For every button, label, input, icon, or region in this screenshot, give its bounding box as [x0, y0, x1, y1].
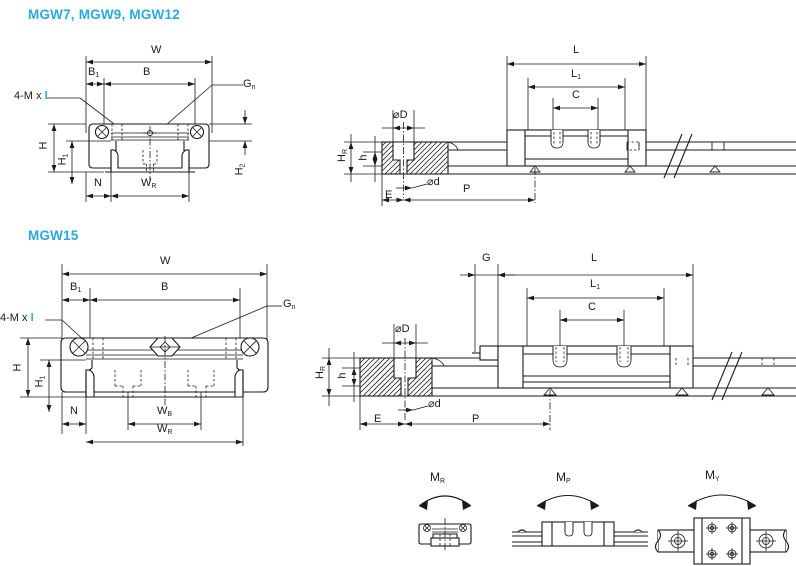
dim-H1: H1 — [33, 375, 47, 388]
moment-arc-yaw-svg — [654, 494, 790, 565]
dim-L1: L1 — [590, 278, 601, 292]
mgw15-front-view: W B1 B Gn 4-M x l H H1 N WB WR — [0, 252, 330, 447]
moment-diagram-yaw: MY — [650, 468, 796, 566]
moment-arc-roll-svg — [418, 495, 472, 550]
mgw7-front-view: W B1 B Gn 4-M x l H H1 H2 N WR — [0, 38, 330, 213]
dim-B1: B1 — [70, 281, 82, 295]
mgw15-side-view-svg — [322, 264, 796, 430]
dim-B: B — [143, 66, 151, 78]
dim-h: h — [357, 154, 370, 161]
section-title-mgw7-9-12: MGW7, MGW9, MGW12 — [28, 7, 180, 22]
dim-C: C — [588, 301, 596, 313]
dim-G: G — [482, 252, 491, 264]
dim-W: W — [160, 255, 171, 267]
dim-W: W — [151, 44, 162, 56]
mgw7-side-view: L L1 C ⌀D HR h ⌀d E P — [330, 38, 796, 213]
mgw15-side-view: G L L1 C ⌀D HR h ⌀d E P — [314, 248, 796, 448]
callout-mounting-holes: 4-M x l — [0, 312, 34, 324]
dim-P: P — [463, 183, 471, 195]
callout-mounting-holes: 4-M x l — [14, 90, 48, 102]
moment-diagrams: MR — [400, 468, 796, 566]
dim-B: B — [161, 281, 169, 293]
dim-H2: H2 — [233, 163, 247, 176]
mgw7-side-view-svg — [344, 56, 796, 206]
dim-L: L — [573, 44, 580, 56]
dim-L: L — [591, 252, 598, 264]
dim-N: N — [94, 177, 102, 189]
moment-label-yaw: MY — [705, 468, 720, 483]
dim-WR: WR — [157, 423, 173, 437]
dim-WR: WR — [141, 177, 157, 191]
dim-H1: H1 — [56, 153, 70, 166]
dim-diaD: ⌀D — [395, 323, 410, 335]
dim-E: E — [374, 413, 382, 425]
moment-label-roll: MR — [430, 470, 446, 485]
dim-B1: B1 — [88, 66, 100, 80]
dim-h: h — [336, 372, 349, 379]
dim-HR: HR — [336, 148, 350, 163]
dim-H: H — [37, 141, 50, 150]
mgw7-front-view-svg — [47, 56, 252, 202]
dim-P: P — [472, 413, 480, 425]
moment-diagram-pitch: MP — [510, 468, 650, 566]
dim-diad: ⌀d — [427, 176, 440, 188]
dim-diaD: ⌀D — [393, 109, 408, 121]
moment-arc-pitch-svg — [512, 495, 648, 547]
dim-N: N — [70, 405, 78, 417]
dim-diad: ⌀d — [428, 398, 441, 410]
dim-WB: WB — [157, 405, 173, 419]
dim-E: E — [385, 189, 393, 201]
moment-diagram-roll: MR — [400, 468, 510, 566]
section-title-mgw15: MGW15 — [28, 228, 79, 243]
dim-HR: HR — [314, 365, 328, 380]
dim-L1: L1 — [571, 68, 582, 82]
mgw15-front-view-svg — [20, 264, 282, 446]
callout-grease-nipple: Gn — [283, 298, 296, 312]
dim-C: C — [572, 89, 580, 101]
moment-label-pitch: MP — [556, 470, 571, 485]
callout-grease-nipple: Gn — [243, 78, 256, 92]
dim-H: H — [11, 363, 24, 372]
